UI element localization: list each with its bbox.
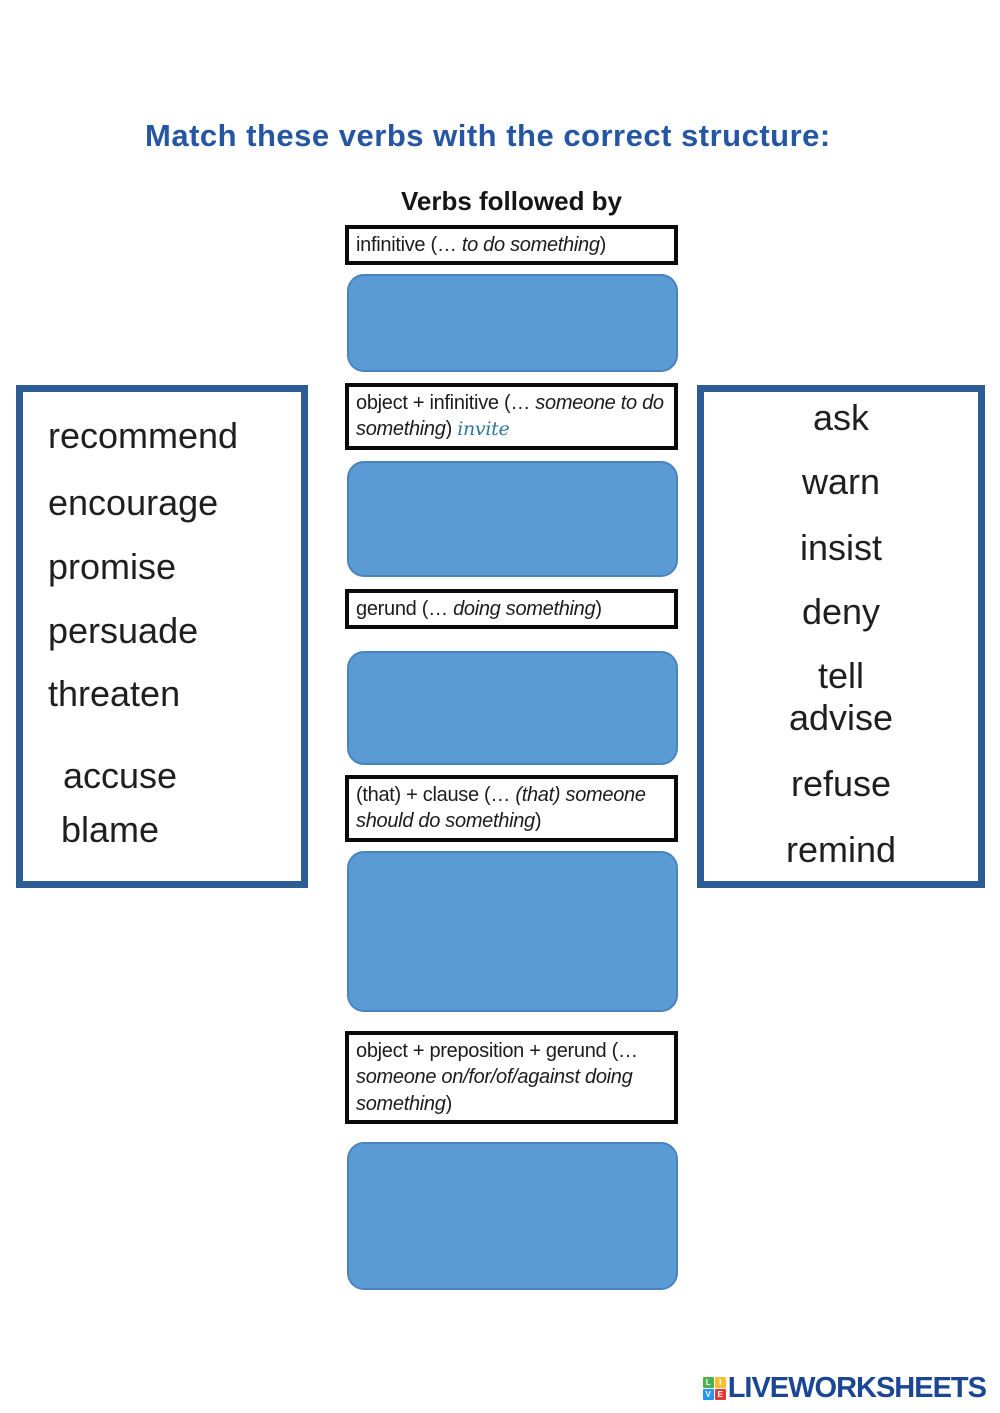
page-title: Match these verbs with the correct struc… — [145, 118, 831, 153]
label-text: ) — [599, 234, 607, 256]
right-verb-bank: ask warn insist deny tell advise refuse … — [697, 385, 985, 888]
label-text: object + preposition + gerund (… — [356, 1040, 638, 1062]
answer-slot-object-preposition-gerund[interactable] — [347, 1142, 678, 1290]
verb-chip-refuse[interactable]: refuse — [790, 763, 892, 804]
verb-chip-recommend[interactable]: recommend — [48, 415, 239, 456]
verb-chip-threaten[interactable]: threaten — [48, 673, 181, 714]
verb-chip-insist[interactable]: insist — [799, 527, 883, 568]
verb-chip-blame[interactable]: blame — [61, 809, 160, 850]
structure-label-object-infinitive: object + infinitive (… someone to do som… — [345, 383, 678, 450]
logo-square-i: I — [714, 1377, 726, 1388]
label-text: infinitive (… — [356, 234, 462, 256]
structure-label-object-preposition-gerund: object + preposition + gerund (… someone… — [345, 1031, 678, 1125]
label-text-italic: doing something — [453, 598, 596, 620]
answer-slot-gerund[interactable] — [347, 651, 678, 765]
label-text-italic: to do something — [461, 234, 600, 256]
label-text-italic: someone on/for/of/against doing somethin… — [356, 1066, 633, 1115]
structure-label-gerund: gerund (… doing something) — [345, 589, 678, 630]
logo-text: LIVEWORKSHEETS — [727, 1372, 987, 1404]
label-text: ) — [595, 598, 602, 620]
label-text: object + infinitive (… — [356, 392, 536, 414]
verb-chip-warn[interactable]: warn — [801, 461, 881, 502]
label-text: (that) + clause (… — [356, 784, 516, 806]
verb-chip-tell[interactable]: tell — [817, 655, 865, 696]
answer-slot-infinitive[interactable] — [347, 274, 678, 372]
answer-slot-that-clause[interactable] — [347, 851, 678, 1012]
label-text: ) — [534, 810, 542, 833]
label-text: ) — [445, 418, 458, 441]
label-text: gerund (… — [356, 598, 454, 620]
logo-square-e: E — [714, 1389, 726, 1400]
label-text: ) — [445, 1092, 453, 1115]
logo-square-l: L — [702, 1377, 714, 1388]
verb-chip-persuade[interactable]: persuade — [48, 610, 199, 651]
verb-chip-deny[interactable]: deny — [801, 591, 881, 632]
verb-chip-remind[interactable]: remind — [785, 829, 897, 870]
label-text-italic: (that) someone should do something — [356, 784, 646, 833]
structure-label-that-clause: (that) + clause (… (that) someone should… — [345, 775, 678, 842]
verb-chip-encourage[interactable]: encourage — [48, 482, 219, 523]
label-text-italic: someone to do something — [356, 392, 664, 441]
invite-annotation: invite — [457, 418, 510, 441]
left-verb-bank: recommend encourage promise persuade thr… — [16, 385, 308, 888]
structure-label-infinitive: infinitive (… to do something) — [345, 225, 678, 266]
verb-chip-advise[interactable]: advise — [788, 697, 894, 738]
verb-chip-accuse[interactable]: accuse — [63, 755, 178, 796]
verb-chip-ask[interactable]: ask — [812, 397, 870, 438]
verb-chip-promise[interactable]: promise — [48, 546, 177, 587]
logo-square-v: V — [702, 1389, 714, 1400]
section-title: Verbs followed by — [400, 186, 623, 216]
liveworksheets-logo-icon: L I V E — [702, 1377, 726, 1400]
liveworksheets-logo[interactable]: L I V E LIVEWORKSHEETS — [702, 1372, 987, 1405]
answer-slot-object-infinitive[interactable] — [347, 461, 678, 577]
